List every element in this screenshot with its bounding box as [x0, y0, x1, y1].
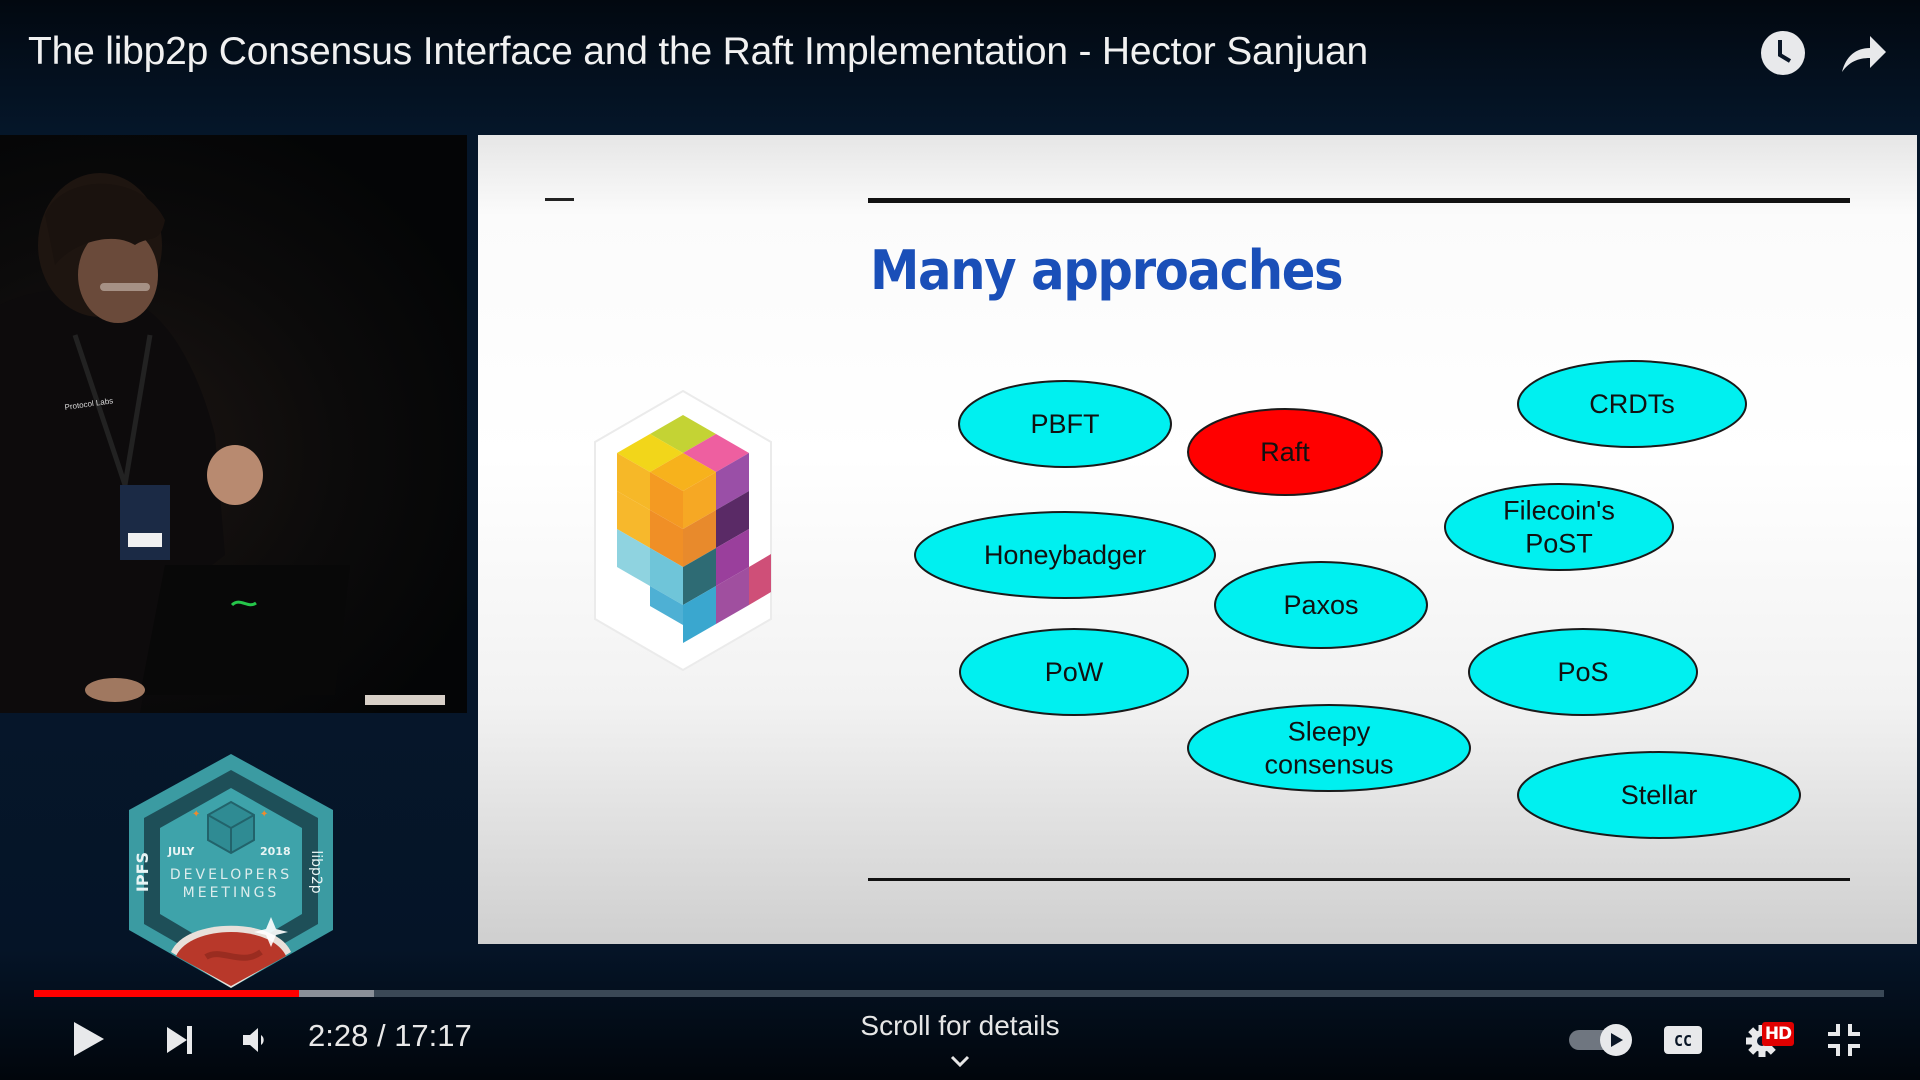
bubble-shape	[914, 511, 1216, 599]
slide-dash	[545, 198, 574, 201]
duration: 17:17	[394, 1018, 472, 1053]
watch-later-icon[interactable]	[1760, 30, 1806, 76]
badge-line1: DEVELOPERS	[170, 867, 292, 883]
bubble-label: PoST	[1525, 529, 1593, 559]
slide-bottom-rule	[868, 878, 1850, 881]
speaker-video: Protocol Labs	[0, 135, 467, 713]
bubble-shape	[959, 628, 1189, 716]
bubble-shape	[1517, 360, 1747, 448]
bubble-label: PoS	[1557, 657, 1608, 687]
badge-left-text: IPFS	[133, 852, 152, 892]
svg-text:✦: ✦	[192, 809, 200, 820]
approach-bubble-pos: PoS	[1468, 628, 1698, 716]
bubble-label: Sleepy	[1288, 717, 1371, 747]
slide-top-rule	[868, 198, 1850, 203]
hd-badge: HD	[1762, 1022, 1794, 1046]
bubble-label: consensus	[1264, 750, 1393, 780]
progress-bar[interactable]	[34, 990, 1884, 997]
approach-bubble-pbft: PBFT	[958, 380, 1172, 468]
autoplay-toggle[interactable]	[1567, 1023, 1633, 1062]
approach-bubble-stellar: Stellar	[1517, 751, 1801, 839]
bubble-shape	[1187, 704, 1471, 792]
badge-month: JULY	[167, 845, 195, 858]
bubble-label: PBFT	[1030, 409, 1099, 439]
badge-right-text: libp2p	[308, 850, 324, 893]
volume-button[interactable]	[242, 1026, 268, 1059]
approach-bubble-raft: Raft	[1187, 408, 1383, 496]
svg-text:✦: ✦	[260, 809, 268, 820]
scroll-hint-label: Scroll for details	[860, 1010, 1060, 1041]
video-title[interactable]: The libp2p Consensus Interface and the R…	[28, 30, 1368, 73]
title-bar: The libp2p Consensus Interface and the R…	[0, 0, 1920, 130]
time-separator: /	[368, 1018, 395, 1053]
captions-button[interactable]: CC	[1663, 1025, 1703, 1060]
approach-bubble-honeybadger: Honeybadger	[914, 511, 1216, 599]
next-button[interactable]	[166, 1025, 194, 1060]
bubble-shape	[1214, 561, 1428, 649]
badge-year: 2018	[260, 845, 291, 858]
bubble-shape	[1468, 628, 1698, 716]
bubble-label: Paxos	[1283, 590, 1358, 620]
bubble-shape	[958, 380, 1172, 468]
share-icon[interactable]	[1840, 34, 1888, 74]
ipfs-cluster-logo	[594, 389, 772, 672]
badge-line2: MEETINGS	[183, 885, 280, 901]
exit-fullscreen-button[interactable]	[1826, 1022, 1862, 1063]
slide-title: Many approaches	[870, 239, 1344, 302]
bubble-label: Filecoin's	[1503, 496, 1615, 526]
approach-bubble-paxos: Paxos	[1214, 561, 1428, 649]
approach-bubble-pow: PoW	[959, 628, 1189, 716]
bubble-label: PoW	[1045, 657, 1104, 687]
current-time: 2:28	[308, 1018, 369, 1053]
event-badge: ✦ ✦ JULY 2018 DEVELOPERS MEETINGS IPFS l…	[126, 752, 336, 992]
bubble-label: Raft	[1260, 437, 1310, 467]
cc-label: CC	[1674, 1032, 1692, 1050]
approach-bubble-crdts: CRDTs	[1517, 360, 1747, 448]
bubble-shape	[1517, 751, 1801, 839]
play-button[interactable]	[72, 1020, 106, 1063]
bubble-label: Stellar	[1621, 780, 1698, 810]
scroll-for-details[interactable]: Scroll for details	[800, 1010, 1120, 1074]
time-display: 2:28 / 17:17	[308, 1018, 472, 1054]
bubble-shape	[1187, 408, 1383, 496]
played-bar	[34, 990, 299, 997]
bubble-shape	[1444, 483, 1674, 571]
bubble-label: CRDTs	[1589, 389, 1675, 419]
chevron-down-icon	[950, 1055, 970, 1068]
bubble-label: Honeybadger	[984, 540, 1146, 570]
